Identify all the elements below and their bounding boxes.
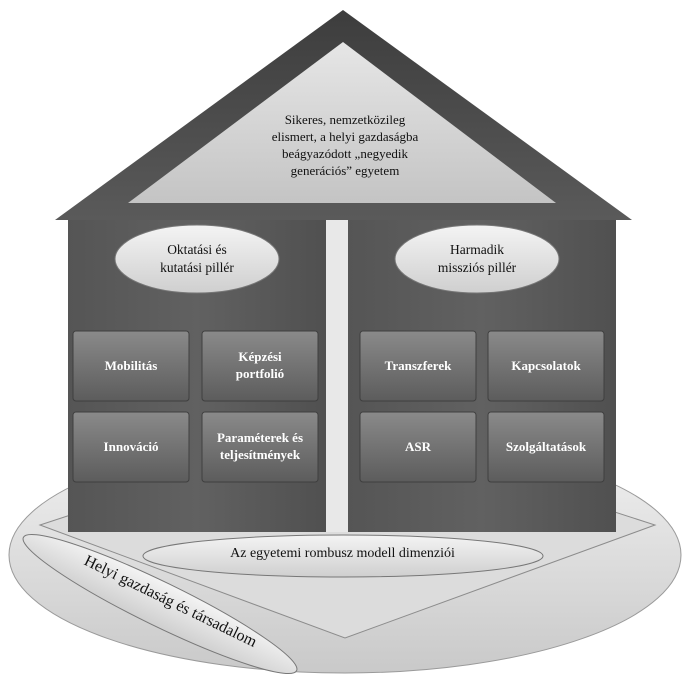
box-label-asr: ASR: [404, 438, 431, 454]
base-label-oval: [142, 534, 544, 578]
right-pillar-title-line-1: Harmadik: [450, 242, 504, 257]
box-label-transzferek: Transzferek: [384, 357, 452, 373]
right-pillar-title-oval: [394, 224, 560, 294]
right-pillar-title-line-2: missziós pillér: [437, 259, 517, 275]
left-pillar-title: Oktatási és kutatási pillér: [120, 241, 274, 276]
box-asr: [359, 411, 477, 483]
left-pillar-title-line-2: kutatási pillér: [160, 259, 234, 275]
box-innovacio: [72, 411, 190, 483]
roof-line-1: Sikeres, nemzetközileg: [284, 112, 406, 127]
box-mobilitas: [72, 330, 190, 402]
box-label-innovacio: Innováció: [103, 438, 159, 454]
box-label-szolgaltatasok: Szolgáltatások: [505, 438, 587, 454]
box-label-kapcsolatok: Kapcsolatok: [511, 357, 581, 373]
right-pillar-title: Harmadik missziós pillér: [400, 241, 554, 276]
left-pillar-title-line-1: Oktatási és: [167, 242, 227, 257]
box-label-kepzesi-portfolio: Képzési portfolió: [235, 349, 285, 381]
box-szolgaltatasok: [487, 411, 605, 483]
box-parameterek: [201, 411, 319, 483]
roof-inner: [128, 42, 556, 203]
left-pillar-title-oval: [114, 224, 280, 294]
box-label-mobilitas: Mobilitás: [104, 357, 158, 373]
box-kapcsolatok: [487, 330, 605, 402]
center-gap: [326, 220, 348, 532]
box-label-parameterek: Paraméterek és teljesítmények: [216, 430, 304, 462]
roof-title: Sikeres, nemzetközileg elismert, a helyi…: [230, 112, 460, 180]
base-label: Az egyetemi rombusz modell dimenziói: [230, 546, 455, 561]
box-transzferek: [359, 330, 477, 402]
ring-label-oval: [22, 533, 298, 675]
roof-line-3: beágyazódott „negyedik: [282, 145, 408, 161]
roof-line-2: elismert, a helyi gazdaságba: [271, 128, 419, 144]
roof-line-4: generációs” egyetem: [290, 162, 400, 178]
box-kepzesi-portfolio: [201, 330, 319, 402]
